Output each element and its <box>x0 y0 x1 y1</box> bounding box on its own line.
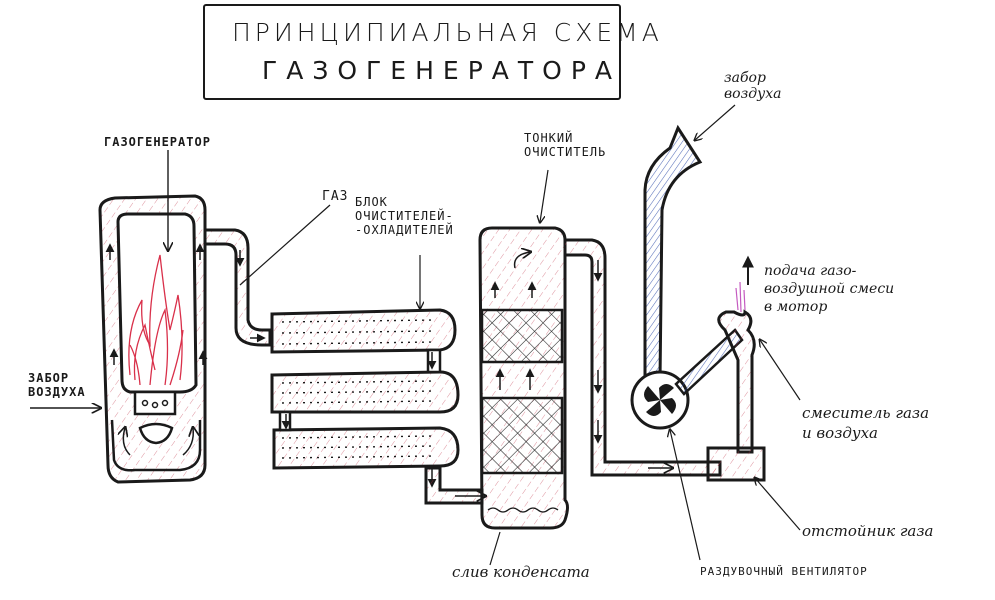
gas-pipe <box>203 228 272 347</box>
label-air-intake-left: ЗАБОР ВОЗДУХА <box>28 371 86 399</box>
label-mixer: смеситель газа и воздуха <box>802 404 930 442</box>
leader-air-intake <box>695 104 736 140</box>
label-gas: ГАЗ <box>322 189 349 204</box>
leader-fine-filter <box>540 169 549 222</box>
condensate-waves <box>487 507 559 513</box>
flow-arrow <box>513 252 530 269</box>
leader-condensate <box>489 531 501 566</box>
label-cooler-block: БЛОК ОЧИСТИТЕЛЕЙ- -ОХЛАДИТЕЛЕЙ <box>355 195 454 237</box>
grate-hole <box>151 401 159 409</box>
cooler-block <box>270 308 484 505</box>
lower-chamber-wall <box>110 419 202 472</box>
label-fine-filter: ТОНКИЙ ОЧИСТИТЕЛЬ <box>524 131 607 159</box>
fan-icon <box>644 384 676 416</box>
flame-icon <box>128 254 184 386</box>
label-blower-fan: РАЗДУВОЧНЫЙ ВЕНТИЛЯТОР <box>700 565 868 578</box>
label-gasifier: ГАЗОГЕНЕРАТОР <box>104 135 211 149</box>
diagram-title-line1: ПРИНЦИПИАЛЬНАЯ СХЕМА <box>232 18 663 47</box>
gasifier-inner-chamber <box>116 212 198 394</box>
flow-arrow <box>182 428 193 456</box>
gasifier-unit <box>30 150 208 484</box>
flow-arrow <box>123 428 131 456</box>
title-frame <box>203 4 621 100</box>
leader-fan <box>670 430 701 561</box>
filter-mesh-upper <box>480 308 564 364</box>
mixer-body <box>717 309 756 454</box>
leader-gas <box>239 204 331 286</box>
label-settler: отстойник газа <box>802 522 934 540</box>
gas-settler <box>706 446 766 482</box>
label-condensate-drain: слив конденсата <box>452 563 590 581</box>
fine-filter <box>455 226 722 530</box>
ash-bowl <box>138 422 174 445</box>
filter-mesh-lower <box>480 396 564 475</box>
leader-mixer <box>760 340 801 401</box>
cooler-tube-1 <box>270 308 457 354</box>
filter-outlet-pipe <box>565 238 722 477</box>
label-air-intake-right: забор воздуха <box>724 70 782 103</box>
air-system <box>630 124 766 482</box>
cooler-tube-3 <box>272 426 460 470</box>
air-intake-pipe <box>643 124 703 382</box>
cooler-tube-2 <box>270 370 460 414</box>
cooler-connector <box>278 410 292 432</box>
grate-hole <box>161 399 169 407</box>
cooler-connector <box>426 348 442 374</box>
leader-settler <box>755 478 801 531</box>
mixture-flame-icon <box>735 281 746 313</box>
label-mixture-supply: подача газо- воздушной смеси в мотор <box>764 263 895 316</box>
grate-hole <box>141 399 149 407</box>
diagram-title-line2: ГАЗОГЕНЕРАТОРА <box>262 56 621 85</box>
fine-filter-body <box>478 226 569 530</box>
cooler-outlet-pipe <box>424 466 484 505</box>
